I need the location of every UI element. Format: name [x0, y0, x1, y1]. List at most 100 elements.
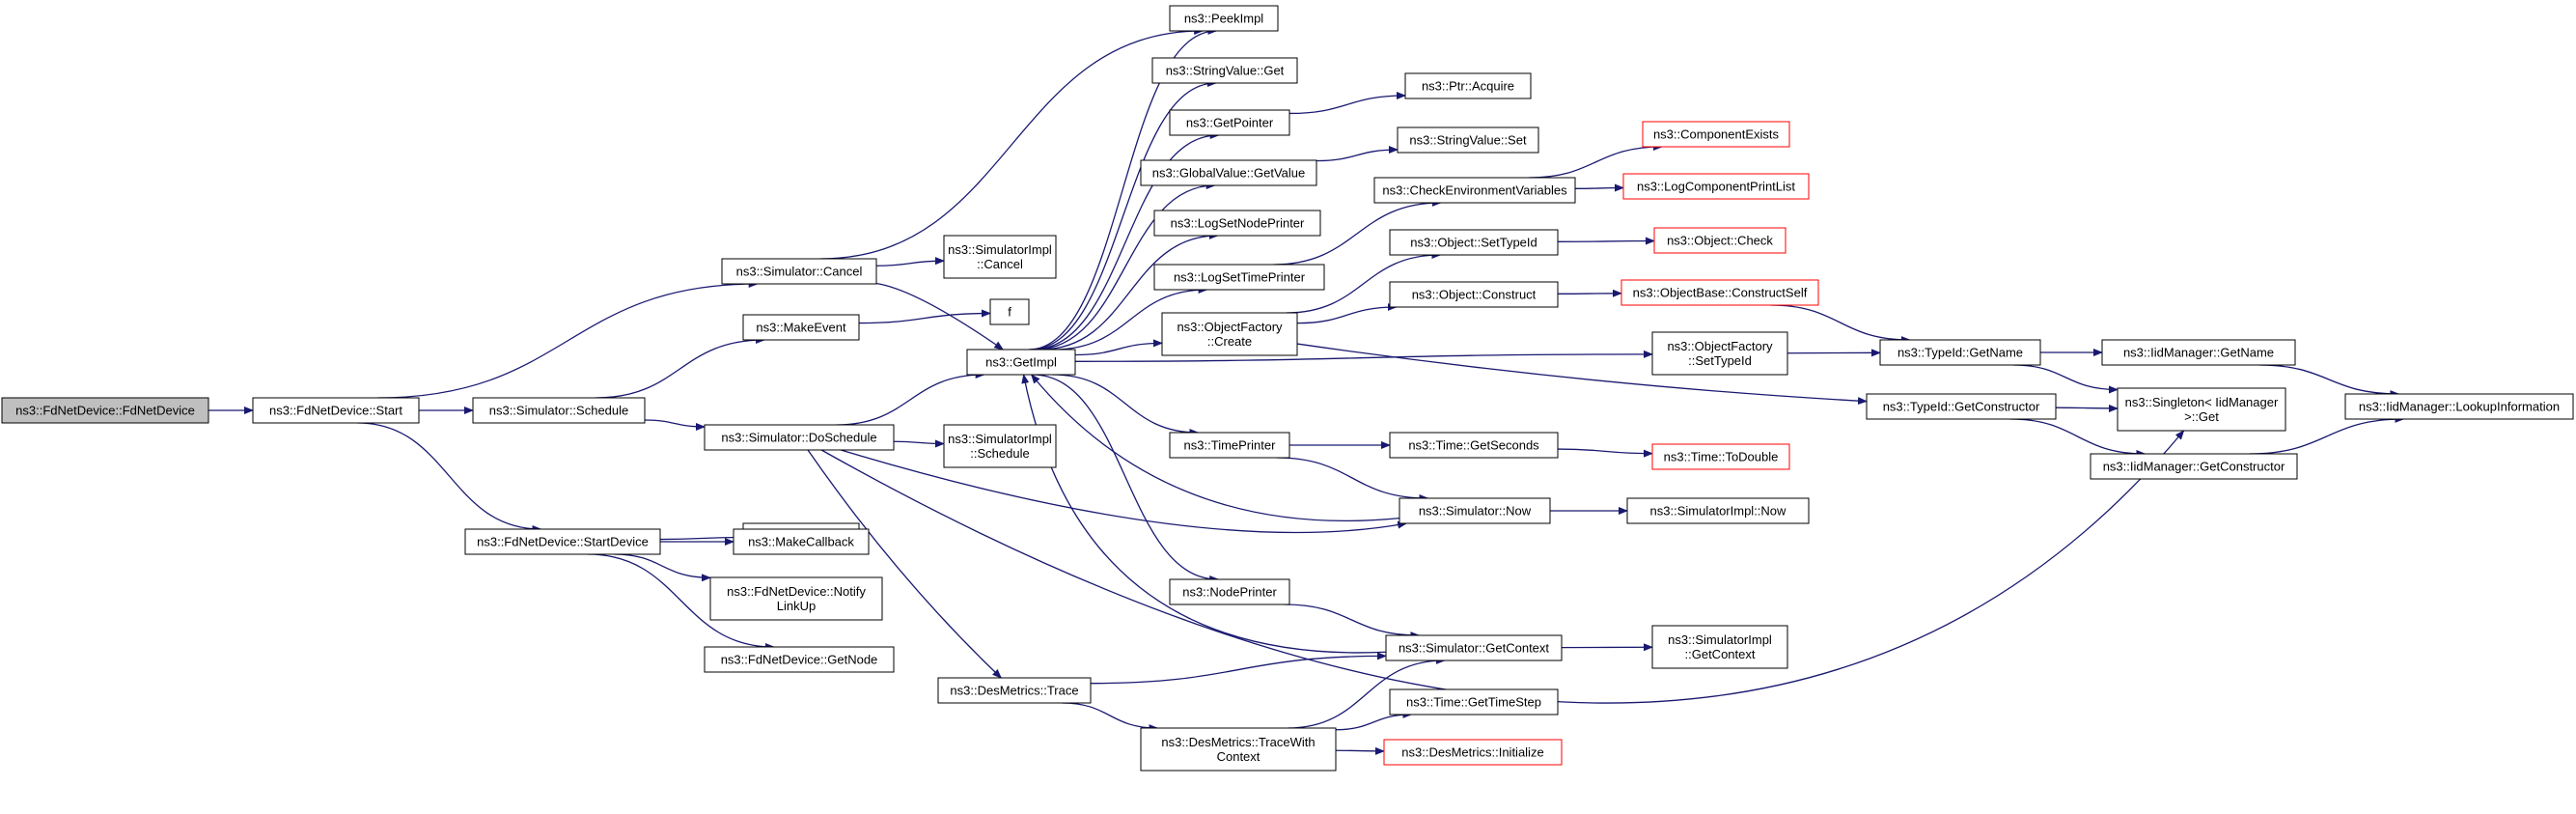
node-label: f	[1008, 305, 1011, 320]
node-label: ns3::TypeId::GetName	[1897, 346, 2023, 360]
node-box	[1385, 634, 1563, 661]
node-time-gettimestep[interactable]: ns3::Time::GetTimeStep	[1389, 688, 1559, 716]
node-log-setnodeprinter[interactable]: ns3::LogSetNodePrinter	[1153, 210, 1321, 237]
node-simimpl-cancel[interactable]: ns3::SimulatorImpl::Cancel	[943, 235, 1057, 279]
node-box	[943, 235, 1057, 279]
edge-check_env-to-logcomponent_printlist	[1574, 183, 1624, 192]
node-label: ns3::ObjectFactory	[1667, 339, 1773, 353]
node-sim-getcontext[interactable]: ns3::Simulator::GetContext	[1385, 634, 1563, 661]
node-label: ns3::ObjectBase::ConstructSelf	[1633, 286, 1808, 300]
node-box	[2344, 393, 2574, 420]
edge-log_settimeprinter-to-check_env	[1273, 199, 1442, 266]
edge-sim_doschedule-to-simimpl_schedule	[893, 439, 945, 448]
node-iidmanager-getname[interactable]: ns3::IidManager::GetName	[2101, 339, 2296, 366]
node-label: ns3::FdNetDevice::FdNetDevice	[15, 404, 195, 418]
node-label: ::Create	[1207, 334, 1252, 349]
node-typeid-getconstructor[interactable]: ns3::TypeId::GetConstructor	[1866, 393, 2057, 420]
node-box	[1140, 727, 1337, 772]
node-logcomponent-printlist[interactable]: ns3::LogComponentPrintList	[1622, 173, 1810, 200]
node-label: ns3::SimulatorImpl	[948, 432, 1052, 446]
edge-nodeprinter-to-sim_getcontext	[1284, 603, 1421, 639]
edge-time_getseconds-to-time_todouble	[1557, 448, 1653, 458]
node-iidmanager-getconstructor[interactable]: ns3::IidManager::GetConstructor	[2090, 453, 2298, 480]
node-box	[1140, 159, 1317, 186]
node-objfactory-settypeid[interactable]: ns3::ObjectFactory::SetTypeId	[1651, 331, 1788, 376]
node-sim-now[interactable]: ns3::Simulator::Now	[1399, 497, 1551, 524]
node-label: ns3::StringValue::Get	[1166, 64, 1285, 78]
edge-sim_doschedule-to-getimpl	[836, 371, 985, 426]
edge-sim_doschedule-to-sim_now	[841, 449, 1408, 534]
node-globalvalue-getvalue[interactable]: ns3::GlobalValue::GetValue	[1140, 159, 1317, 186]
node-iidmanager-lookup[interactable]: ns3::IidManager::LookupInformation	[2344, 393, 2574, 420]
node-timeprinter[interactable]: ns3::TimePrinter	[1169, 432, 1290, 459]
node-stringvalue-set[interactable]: ns3::StringValue::Set	[1397, 126, 1539, 154]
node-log-settimeprinter[interactable]: ns3::LogSetTimePrinter	[1153, 264, 1325, 291]
node-fdnd-ctor[interactable]: ns3::FdNetDevice::FdNetDevice	[1, 397, 209, 424]
node-objfactory-create[interactable]: ns3::ObjectFactory::Create	[1161, 312, 1298, 356]
node-box	[704, 424, 895, 451]
node-box	[1404, 72, 1532, 99]
node-nodeprinter[interactable]: ns3::NodePrinter	[1169, 578, 1290, 605]
node-box	[943, 424, 1057, 468]
node-fdnd-getnode[interactable]: ns3::FdNetDevice::GetNode	[704, 646, 895, 673]
node-objectbase-constructself[interactable]: ns3::ObjectBase::ConstructSelf	[1620, 279, 1819, 306]
node-object-settypeid[interactable]: ns3::Object::SetTypeId	[1389, 229, 1559, 256]
node-time-todouble[interactable]: ns3::Time::ToDouble	[1651, 443, 1790, 470]
edge-fdnd_startdevice-to-fdnd_notify	[614, 553, 711, 582]
node-box	[1626, 497, 1810, 524]
node-simimpl-getcontext[interactable]: ns3::SimulatorImpl::GetContext	[1651, 625, 1788, 669]
node-simimpl-schedule[interactable]: ns3::SimulatorImpl::Schedule	[943, 424, 1057, 468]
node-box	[721, 258, 877, 285]
node-object-check[interactable]: ns3::Object::Check	[1653, 227, 1787, 254]
edge-objfactory_create-to-typeid_getconstructor	[1296, 343, 1868, 406]
node-label: ns3::Simulator::GetContext	[1399, 641, 1549, 656]
node-getpointer[interactable]: ns3::GetPointer	[1169, 109, 1290, 136]
node-label: ::SetTypeId	[1688, 353, 1752, 368]
node-f[interactable]: f	[989, 298, 1030, 325]
node-sim-cancel[interactable]: ns3::Simulator::Cancel	[721, 258, 877, 285]
node-make-event[interactable]: ns3::MakeEvent	[742, 314, 860, 341]
edge-desmetrics_tracewith-to-desmetrics_init	[1335, 746, 1385, 755]
node-label: ns3::SimulatorImpl	[948, 242, 1052, 257]
node-box	[464, 528, 661, 555]
node-label: ns3::LogComponentPrintList	[1637, 180, 1795, 194]
node-fdnd-startdevice[interactable]: ns3::FdNetDevice::StartDevice	[464, 528, 661, 555]
node-sim-doschedule[interactable]: ns3::Simulator::DoSchedule	[704, 424, 895, 451]
node-box	[1389, 432, 1559, 459]
node-object-construct[interactable]: ns3::Object::Construct	[1389, 281, 1559, 308]
node-box	[989, 298, 1030, 325]
node-sim-schedule[interactable]: ns3::Simulator::Schedule	[472, 397, 646, 424]
node-typeid-getname[interactable]: ns3::TypeId::GetName	[1879, 339, 2041, 366]
node-desmetrics-trace[interactable]: ns3::DesMetrics::Trace	[937, 677, 1092, 704]
node-make-callback[interactable]: ns3::MakeCallback	[733, 528, 870, 555]
node-label: ::Schedule	[970, 446, 1029, 461]
node-label: ns3::Time::ToDouble	[1664, 450, 1779, 464]
edge-sim_now-to-getimpl	[1031, 374, 1400, 522]
node-label: ns3::SimulatorImpl::Now	[1650, 504, 1787, 519]
node-box	[1153, 264, 1325, 291]
node-peekimpl[interactable]: ns3::PeekImpl	[1169, 5, 1279, 32]
node-time-getseconds[interactable]: ns3::Time::GetSeconds	[1389, 432, 1559, 459]
node-ptr-acquire[interactable]: ns3::Ptr::Acquire	[1404, 72, 1532, 99]
edge-getimpl-to-log_settimeprinter	[1053, 286, 1208, 351]
node-label: ns3::GetPointer	[1186, 116, 1274, 130]
node-label: ::GetContext	[1685, 647, 1756, 661]
node-simimpl-now[interactable]: ns3::SimulatorImpl::Now	[1626, 497, 1810, 524]
node-singleton-get[interactable]: ns3::Singleton< IidManager>::Get	[2117, 387, 2286, 432]
node-stringvalue-get[interactable]: ns3::StringValue::Get	[1151, 57, 1298, 84]
edge-sim_doschedule-to-singleton_get	[820, 430, 2185, 704]
node-component-exists[interactable]: ns3::ComponentExists	[1642, 121, 1790, 148]
node-fdnd-start[interactable]: ns3::FdNetDevice::Start	[252, 397, 420, 424]
node-desmetrics-init[interactable]: ns3::DesMetrics::Initialize	[1383, 739, 1563, 766]
node-label: ns3::Time::GetSeconds	[1408, 438, 1539, 453]
node-check-env[interactable]: ns3::CheckEnvironmentVariables	[1373, 177, 1576, 204]
node-getimpl[interactable]: ns3::GetImpl	[966, 349, 1076, 376]
node-label: ns3::GetImpl	[985, 355, 1057, 370]
node-box	[1153, 210, 1321, 237]
edge-sim_cancel-to-peekimpl	[819, 27, 1205, 260]
node-label: ns3::SimulatorImpl	[1668, 632, 1772, 647]
